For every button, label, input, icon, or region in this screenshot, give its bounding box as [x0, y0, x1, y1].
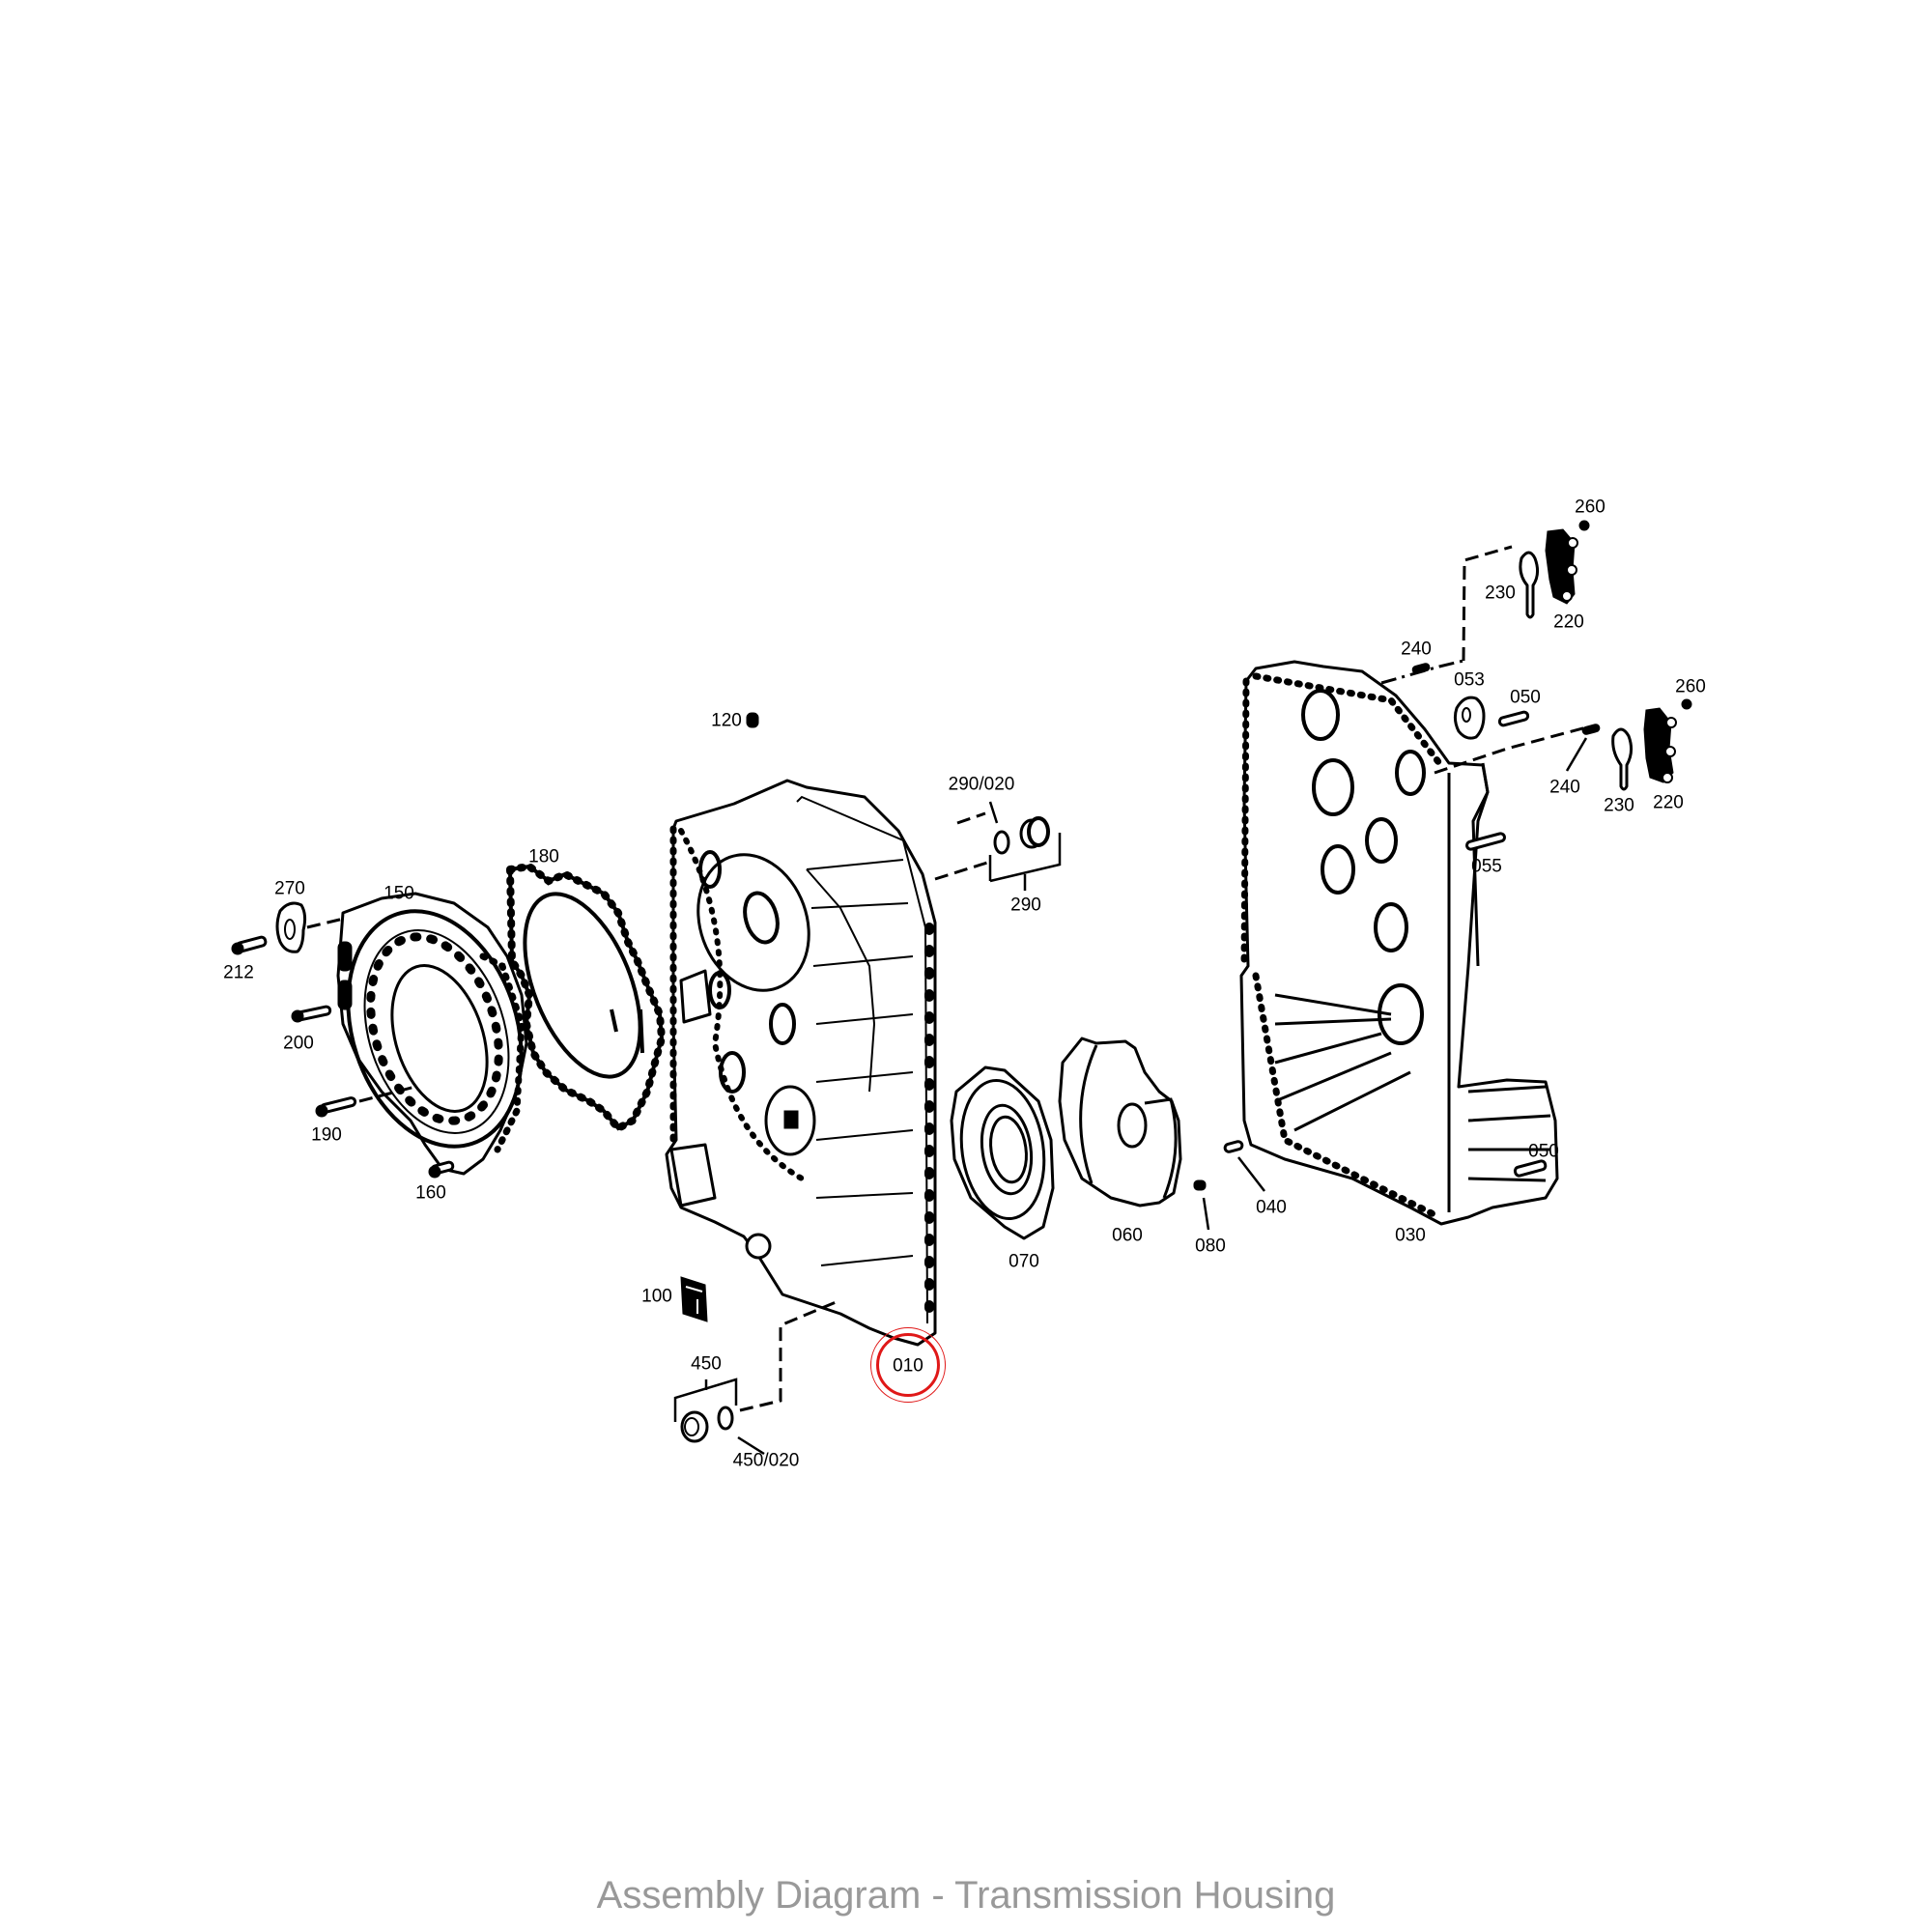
callout-040[interactable]: 040 [1256, 1197, 1287, 1218]
pin-040-icon [1223, 1140, 1265, 1192]
plate-053-icon [1453, 696, 1486, 740]
diagram-caption: Assembly Diagram - Transmission Housing [596, 1874, 1336, 1917]
assembly-line [934, 861, 988, 881]
plug-120-icon [746, 712, 759, 728]
rear-housing-030-icon [1239, 660, 1559, 1226]
callout-240b[interactable]: 240 [1549, 777, 1580, 798]
callout-150[interactable]: 150 [384, 883, 414, 904]
callout-270[interactable]: 270 [274, 878, 305, 899]
gasket-230-icon [1519, 551, 1540, 619]
main-housing-010-icon [665, 779, 937, 1347]
callout-160[interactable]: 160 [415, 1182, 446, 1204]
callout-100[interactable]: 100 [641, 1286, 672, 1307]
cover-disc-070-icon [950, 1065, 1055, 1240]
callout-230a[interactable]: 230 [1485, 582, 1516, 604]
callout-190[interactable]: 190 [311, 1124, 342, 1146]
nameplate-100-icon [680, 1276, 708, 1322]
callout-240a[interactable]: 240 [1401, 639, 1432, 660]
plug-260-lower-icon [1681, 698, 1692, 710]
cover-cup-060-icon [1058, 1037, 1182, 1208]
bolt-160-icon [428, 1160, 455, 1179]
oring-450-020-icon [717, 1406, 765, 1456]
callout-010[interactable]: 010 [893, 1355, 923, 1377]
assembly-line [1380, 659, 1464, 685]
callout-450_020[interactable]: 450/020 [732, 1450, 800, 1471]
callout-180[interactable]: 180 [528, 846, 559, 867]
bolt-050-lower-icon [1513, 1159, 1548, 1178]
callout-220a[interactable]: 220 [1553, 611, 1584, 633]
callout-230b[interactable]: 230 [1604, 795, 1634, 816]
oring-290-020-icon [988, 801, 1010, 855]
pin-240-lower-icon [1565, 724, 1601, 772]
gasket-230-lower-icon [1611, 727, 1634, 791]
callout-260a[interactable]: 260 [1575, 497, 1605, 518]
bolt-190-icon [315, 1096, 357, 1118]
assembly-line [956, 811, 986, 825]
assembly-line [358, 1085, 416, 1103]
assembly-line [1434, 725, 1587, 775]
callout-055[interactable]: 055 [1471, 856, 1502, 877]
bolt-212-icon [231, 935, 268, 955]
callout-050a[interactable]: 050 [1510, 687, 1541, 708]
plug-450-icon [673, 1378, 738, 1443]
plug-290-icon [988, 816, 1062, 891]
callout-290_020[interactable]: 290/020 [948, 774, 1015, 795]
assembly-line [739, 1298, 841, 1412]
bolt-055-icon [1465, 832, 1506, 851]
bolt-050-icon [1497, 710, 1530, 727]
gasket-180-icon [505, 862, 667, 1134]
valve-block-220-lower-icon [1643, 707, 1677, 783]
callout-080[interactable]: 080 [1195, 1236, 1226, 1257]
callout-200[interactable]: 200 [283, 1033, 314, 1054]
callout-070[interactable]: 070 [1009, 1251, 1039, 1272]
callout-450[interactable]: 450 [691, 1353, 722, 1375]
pin-240-icon [1411, 663, 1431, 674]
callout-212[interactable]: 212 [223, 962, 254, 983]
flange-housing-150-icon [336, 892, 528, 1176]
bolt-080-icon [1193, 1179, 1210, 1231]
callout-050b[interactable]: 050 [1528, 1141, 1559, 1162]
valve-block-220-icon [1545, 528, 1578, 605]
callout-290[interactable]: 290 [1010, 895, 1041, 916]
callout-030[interactable]: 030 [1395, 1225, 1426, 1246]
callout-220b[interactable]: 220 [1653, 792, 1684, 813]
assembly-line [1462, 545, 1513, 662]
plug-260-icon [1578, 520, 1590, 531]
callout-053[interactable]: 053 [1454, 669, 1485, 691]
bolt-200-icon [291, 1005, 332, 1023]
assembly-line [306, 916, 349, 929]
callout-260b[interactable]: 260 [1675, 676, 1706, 697]
callout-060[interactable]: 060 [1112, 1225, 1143, 1246]
callout-120[interactable]: 120 [711, 710, 742, 731]
plate-270-icon [275, 901, 307, 953]
